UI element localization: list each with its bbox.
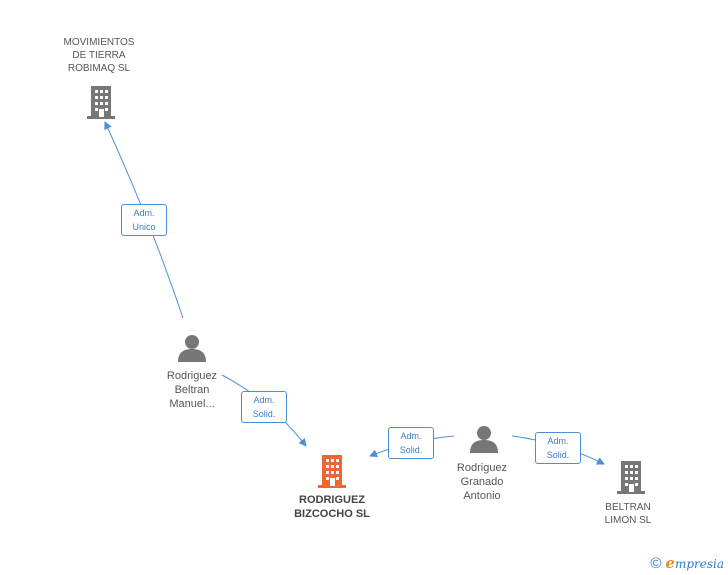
person-label-rodriguez-granado[interactable]: Rodriguez Granado Antonio xyxy=(456,462,508,502)
edge-label-adm-solid-1: Adm. Solid. xyxy=(241,391,287,423)
building-icon[interactable] xyxy=(316,453,348,489)
company-label-beltran-limon[interactable]: BELTRAN LIMON SL xyxy=(604,502,652,526)
person-icon[interactable] xyxy=(177,333,207,363)
edge-label-adm-solid-3: Adm. Solid. xyxy=(535,432,581,464)
brand-footer: © empresia xyxy=(650,553,724,573)
company-label-movimientos[interactable]: MOVIMIENTOS DE TIERRA ROBIMAQ SL xyxy=(63,37,135,74)
edge-label-adm-solid-2: Adm. Solid. xyxy=(388,427,434,459)
person-label-rodriguez-beltran[interactable]: Rodriguez Beltran Manuel... xyxy=(166,370,218,410)
building-icon[interactable] xyxy=(85,84,117,120)
empresia-logo[interactable]: empresia xyxy=(665,554,724,572)
edge-label-adm-unico: Adm. Unico xyxy=(121,204,167,236)
company-label-rodriguez-bizcocho[interactable]: RODRIGUEZ BIZCOCHO SL xyxy=(294,494,370,520)
copyright-icon: © xyxy=(650,554,662,572)
building-icon[interactable] xyxy=(615,459,647,495)
person-icon[interactable] xyxy=(469,424,499,454)
